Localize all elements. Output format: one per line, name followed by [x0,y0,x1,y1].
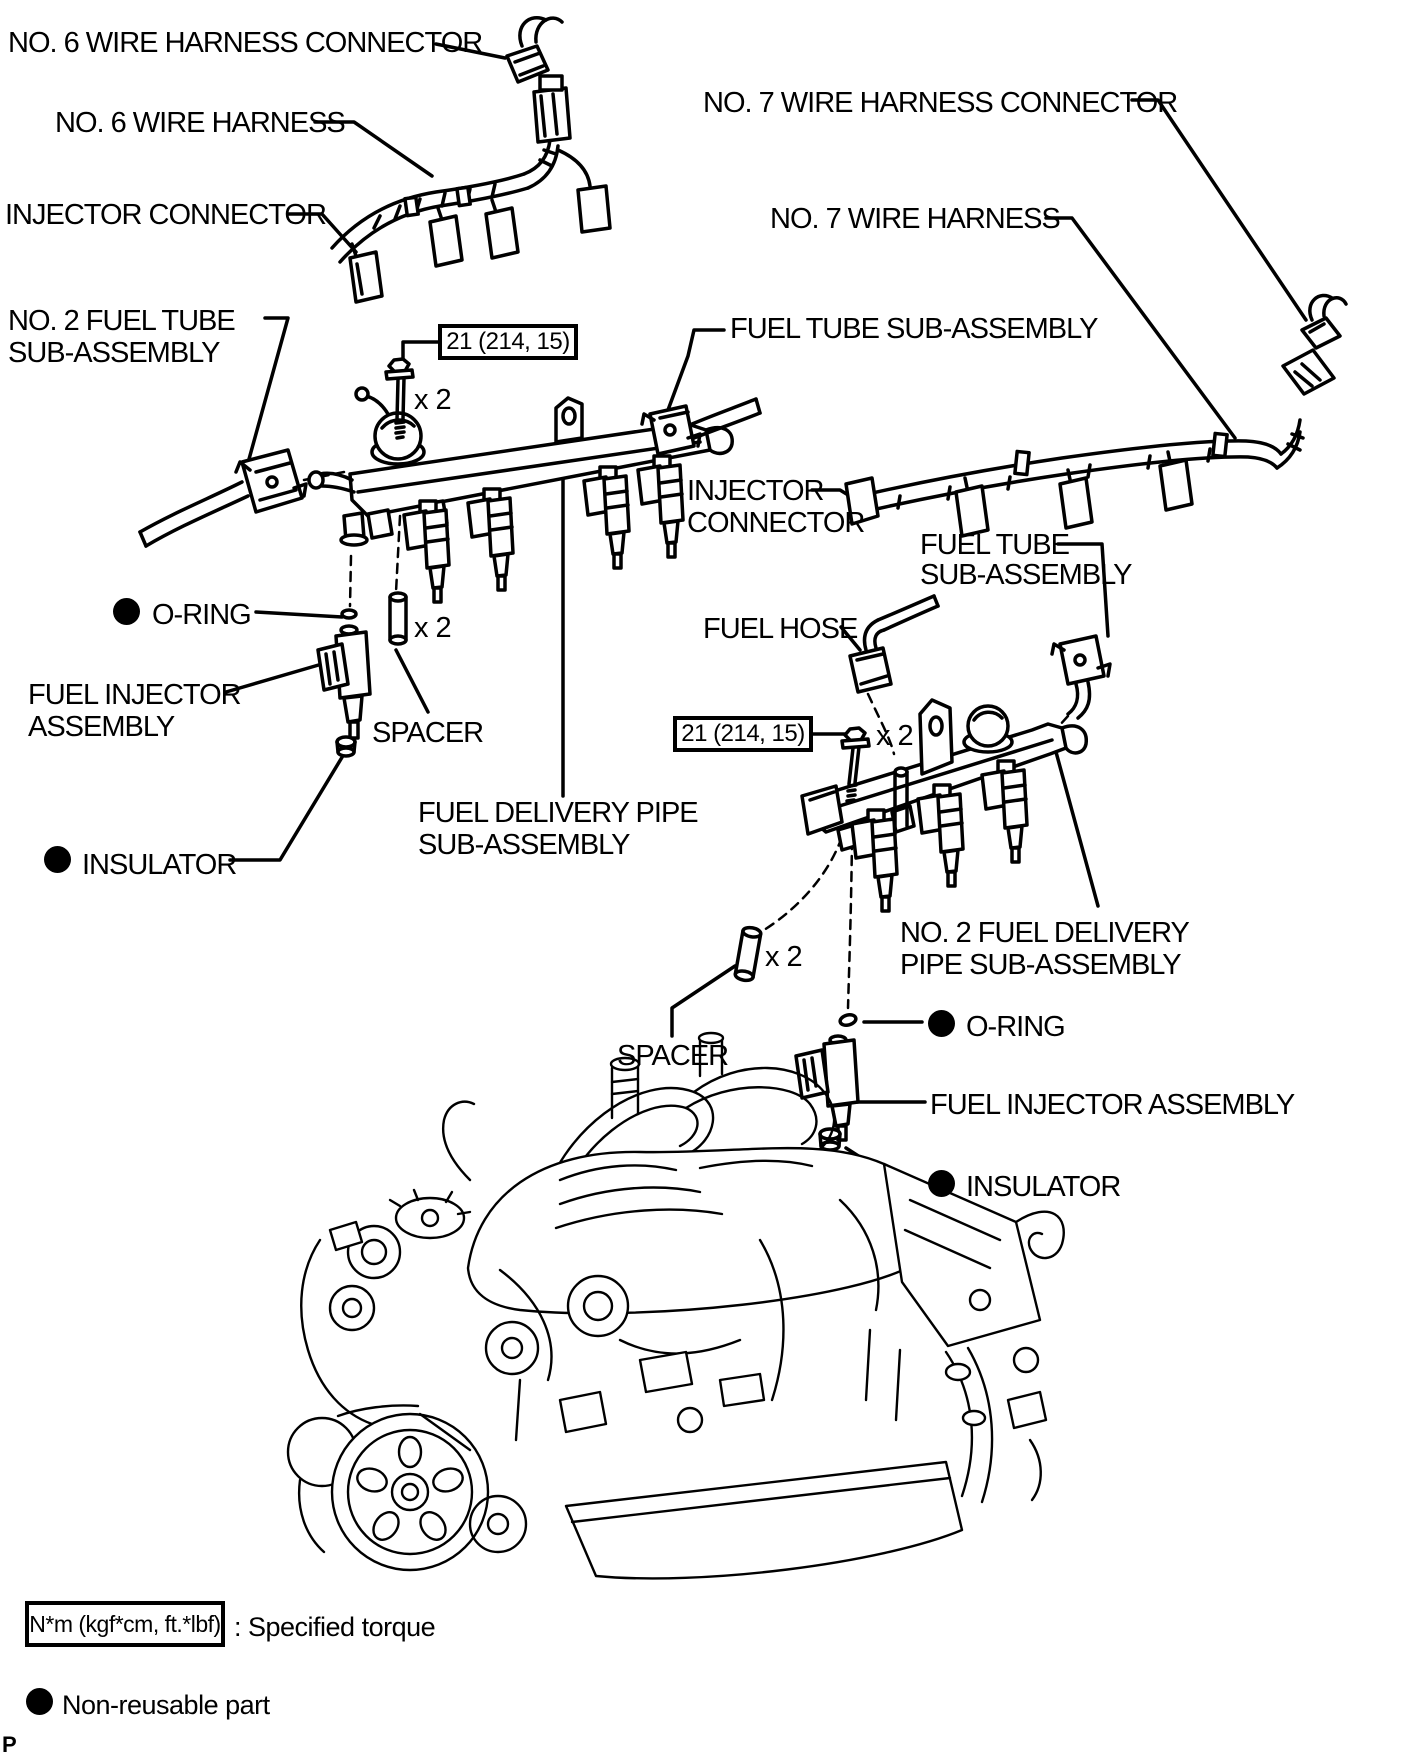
callout-fuel-injector-left-line1: FUEL INJECTOR [28,679,242,711]
callout-no2-fuel-delivery-pipe-line1: NO. 2 FUEL DELIVERY [900,917,1190,949]
fuel-tube-connector-right-drawing [1050,634,1112,720]
no7-wire-harness-drawing [844,348,1336,538]
callout-spacer-right: SPACER [617,1040,729,1072]
callout-injector-connector-right-line2: CONNECTOR [687,507,865,539]
callout-fuel-hose: FUEL HOSE [703,613,858,645]
non-reusable-bullet-icon [113,598,140,625]
callout-fuel-injector-right: FUEL INJECTOR ASSEMBLY [930,1089,1295,1121]
fuel-tube-connector-left-drawing [640,397,762,456]
o-ring-right-drawing [838,1012,858,1028]
page-marker: P [2,1732,17,1757]
callout-no2-fuel-delivery-pipe-line2: PIPE SUB-ASSEMBLY [900,949,1182,981]
bolt-left-quantity: x 2 [414,384,452,416]
non-reusable-legend-caption: Non-reusable part [62,1690,270,1720]
callout-injector-connector-right-line1: INJECTOR [687,475,824,507]
callout-spacer-left: SPACER [372,717,484,749]
non-reusable-bullet-icon [44,846,71,873]
bolt-right-quantity: x 2 [876,720,914,752]
rail-bolt-left-drawing [384,357,415,440]
spacer-left-drawing [388,591,408,646]
spacer-right-quantity: x 2 [765,941,803,973]
no6-wire-harness-drawing [330,74,612,304]
engine-drawing [286,1031,1065,1580]
callout-fuel-injector-left-line2: ASSEMBLY [28,711,175,743]
callout-fuel-delivery-pipe-line1: FUEL DELIVERY PIPE [418,797,699,829]
callout-no6-wire-harness-connector: NO. 6 WIRE HARNESS CONNECTOR [8,27,483,59]
torque-spec-right: 21 (214, 15) [673,716,813,752]
insulator-left-drawing [335,735,357,758]
no7-wire-harness-connector-drawing [1300,293,1348,350]
fuel-injector-right-drawing [794,1034,860,1142]
callout-no7-wire-harness-connector: NO. 7 WIRE HARNESS CONNECTOR [703,87,1178,119]
spacer-left-quantity: x 2 [414,612,452,644]
callout-injector-connector-left: INJECTOR CONNECTOR [5,199,327,231]
callout-no2-fuel-tube-line2: SUB-ASSEMBLY [8,337,220,369]
callout-insulator-left: INSULATOR [82,849,237,881]
fuel-hose-drawing [848,594,940,694]
callout-fuel-delivery-pipe-line2: SUB-ASSEMBLY [418,829,630,861]
fuel-injector-left-drawing [316,624,372,740]
callout-fuel-tube-sub-assembly-right-line2: SUB-ASSEMBLY [920,559,1132,591]
callout-no2-fuel-tube-line1: NO. 2 FUEL TUBE [8,305,236,337]
callout-fuel-tube-sub-assembly-left: FUEL TUBE SUB-ASSEMBLY [730,313,1098,345]
no6-wire-harness-connector-drawing [505,16,564,84]
non-reusable-bullet-icon [26,1688,53,1715]
torque-legend-caption: : Specified torque [234,1612,436,1642]
callout-insulator-right: INSULATOR [966,1171,1121,1203]
torque-spec-left: 21 (214, 15) [438,324,578,360]
callout-o-ring-left: O-RING [152,599,252,631]
fuel-delivery-pipe-left-drawing [138,386,734,604]
non-reusable-bullet-icon [928,1010,955,1037]
callout-o-ring-right: O-RING [966,1011,1066,1043]
spacer-right-drawing [733,925,763,983]
callout-no6-wire-harness: NO. 6 WIRE HARNESS [55,107,346,139]
torque-units-box: N*m (kgf*cm, ft.*lbf) [25,1601,225,1647]
rail-bolt-right-drawing [840,726,871,803]
fuel-delivery-pipe-right-drawing [800,698,1088,913]
callout-fuel-tube-sub-assembly-right-line1: FUEL TUBE [920,529,1070,561]
non-reusable-bullet-icon [928,1170,955,1197]
o-ring-left-drawing [340,608,358,620]
callout-no7-wire-harness: NO. 7 WIRE HARNESS [770,203,1061,235]
